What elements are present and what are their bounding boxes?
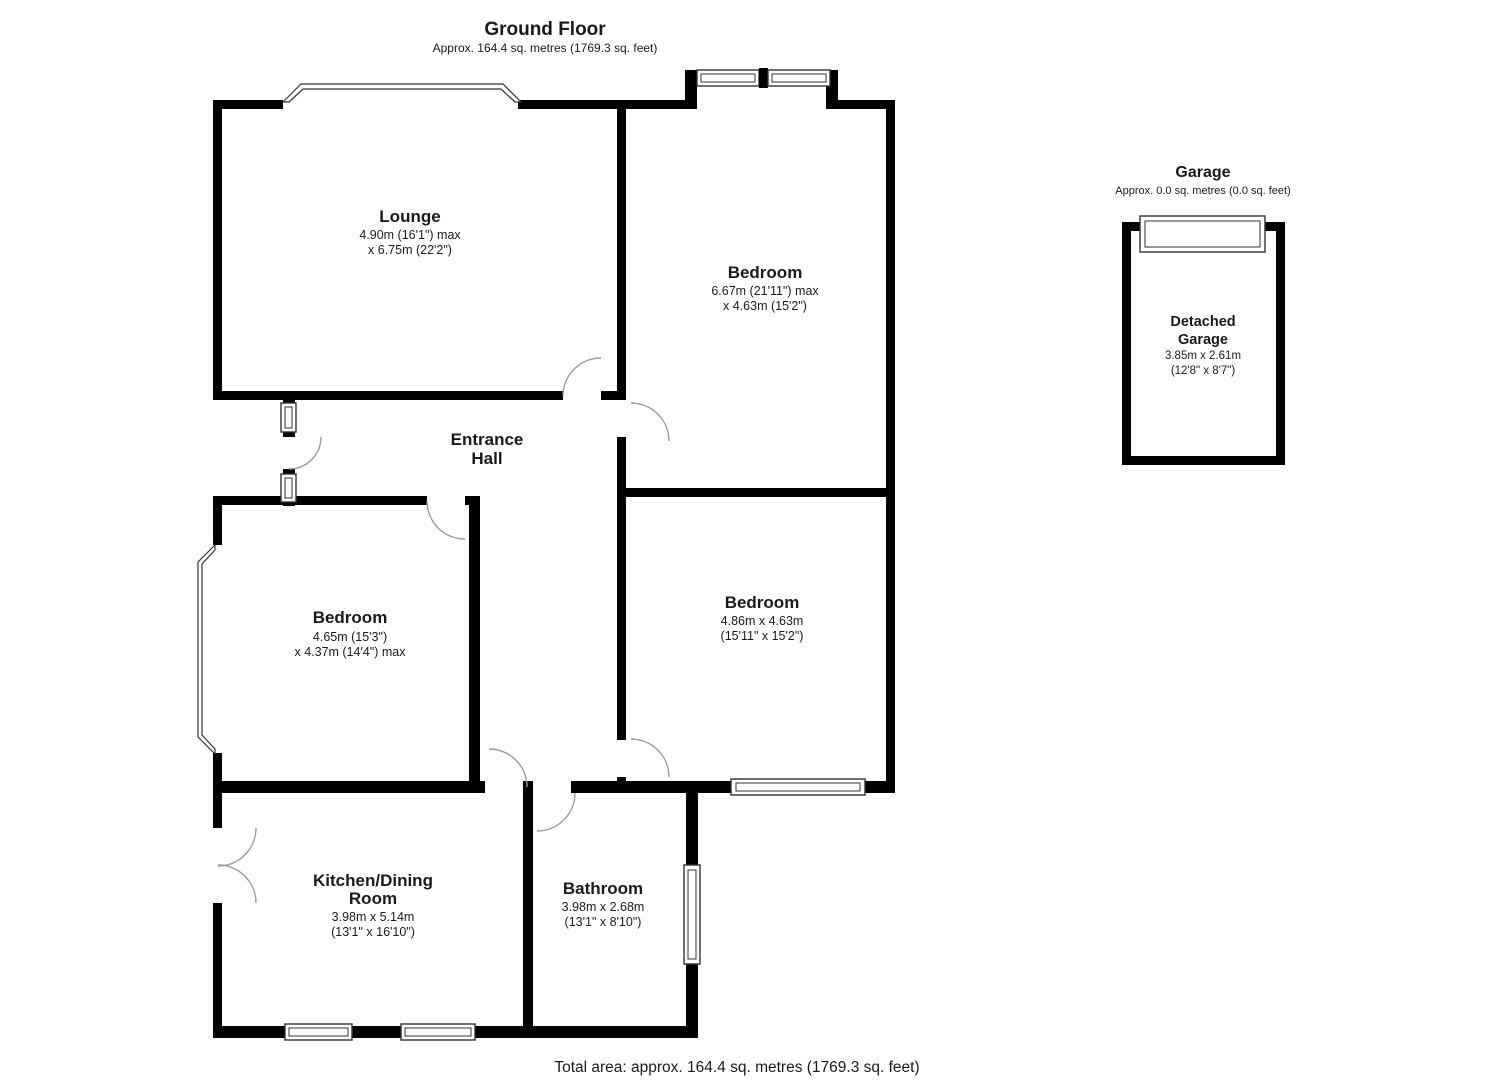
lounge-door-arc (562, 357, 602, 397)
entrance-hall-name-line1: Entrance (451, 430, 524, 449)
page-subtitle: Approx. 164.4 sq. metres (1769.3 sq. fee… (433, 41, 658, 55)
detached-garage-name-line2: Garage (1178, 332, 1228, 348)
garage-section-title: Garage (1175, 164, 1230, 181)
bedroom-middle-right-dim1: 4.86m x 4.63m (721, 614, 804, 628)
garage-walls (1122, 222, 1285, 465)
front-door-arc (288, 436, 322, 470)
kitchen-french-doors-arcs (217, 827, 257, 904)
bedroom-left-bay-window (197, 543, 216, 756)
detached-garage-name-line1: Detached (1170, 314, 1235, 330)
bedroom-top-right-door-arc (630, 402, 670, 442)
entrance-hall-name-line2: Hall (471, 449, 502, 468)
bedroom-top-right-name: Bedroom (728, 263, 803, 282)
kitchen-window-left (284, 1023, 353, 1041)
bedroom-top-right-label: Bedroom 6.67m (21'11") max x 4.63m (15'2… (711, 263, 819, 313)
kitchen-name-line2: Room (349, 889, 397, 908)
garage-section-subtitle: Approx. 0.0 sq. metres (0.0 sq. feet) (1115, 185, 1290, 197)
hall-divider-wall (617, 100, 626, 793)
bedroom-middle-right-window (730, 778, 866, 796)
bedroom-middle-right-dim2: (15'11" x 15'2") (721, 629, 804, 643)
bedroom-middle-right-label: Bedroom 4.86m x 4.63m (15'11" x 15'2") (721, 593, 804, 643)
bedroom-left-dim1: 4.65m (15'3") (313, 630, 387, 644)
page-title: Ground Floor (484, 19, 606, 40)
lounge-name: Lounge (379, 207, 440, 226)
bedroom-top-right-walls (617, 70, 895, 793)
bedroom-left-dim2: x 4.37m (14'4") max (294, 645, 406, 659)
bedroom-left-door-arc (426, 500, 466, 540)
bathroom-dim2: (13'1" x 8'10") (565, 915, 642, 929)
bathroom-window (683, 864, 701, 965)
detached-garage-label: Detached Garage 3.85m x 2.61m (12'8" x 8… (1165, 314, 1241, 377)
garage-door (1139, 215, 1266, 253)
kitchen-dining-label: Kitchen/Dining Room 3.98m x 5.14m (13'1"… (313, 871, 433, 939)
bedroom-middle-right-door-arc (630, 738, 670, 778)
bedroom-middle-right-name: Bedroom (725, 593, 800, 612)
bedroom-left-label: Bedroom 4.65m (15'3") x 4.37m (14'4") ma… (294, 608, 406, 659)
bathroom-door-arc (536, 792, 576, 832)
kitchen-dim1: 3.98m x 5.14m (332, 910, 415, 924)
kitchen-name-line1: Kitchen/Dining (313, 871, 433, 890)
lounge-dim1: 4.90m (16'1") max (359, 228, 461, 242)
bedroom-top-right-window (696, 68, 831, 88)
kitchen-window-right (400, 1023, 476, 1041)
entrance-hall-label: Entrance Hall (451, 430, 524, 468)
kitchen-door-arc (488, 748, 528, 788)
kitchen-bathroom-walls (213, 781, 698, 1038)
detached-garage-dim2: (12'8" x 8'7") (1171, 365, 1236, 377)
lounge-walls (213, 100, 628, 400)
total-area-text: Total area: approx. 164.4 sq. metres (17… (554, 1059, 919, 1076)
bathroom-name: Bathroom (563, 879, 643, 898)
detached-garage-dim1: 3.85m x 2.61m (1165, 350, 1241, 362)
bedroom-left-walls (213, 496, 480, 793)
middle-band-walls (213, 781, 895, 793)
bathroom-label: Bathroom 3.98m x 2.68m (13'1" x 8'10") (562, 879, 645, 929)
kitchen-dim2: (13'1" x 16'10") (331, 925, 415, 939)
bedroom-left-name: Bedroom (313, 608, 388, 627)
bedroom-top-right-dim1: 6.67m (21'11") max (711, 284, 819, 298)
lounge-bay-window (281, 83, 523, 103)
lounge-label: Lounge 4.90m (16'1") max x 6.75m (22'2") (359, 207, 461, 257)
front-entrance (280, 396, 322, 506)
lounge-dim2: x 6.75m (22'2") (368, 243, 452, 257)
bedroom-top-right-dim2: x 4.63m (15'2") (723, 299, 807, 313)
bathroom-dim1: 3.98m x 2.68m (562, 900, 645, 914)
